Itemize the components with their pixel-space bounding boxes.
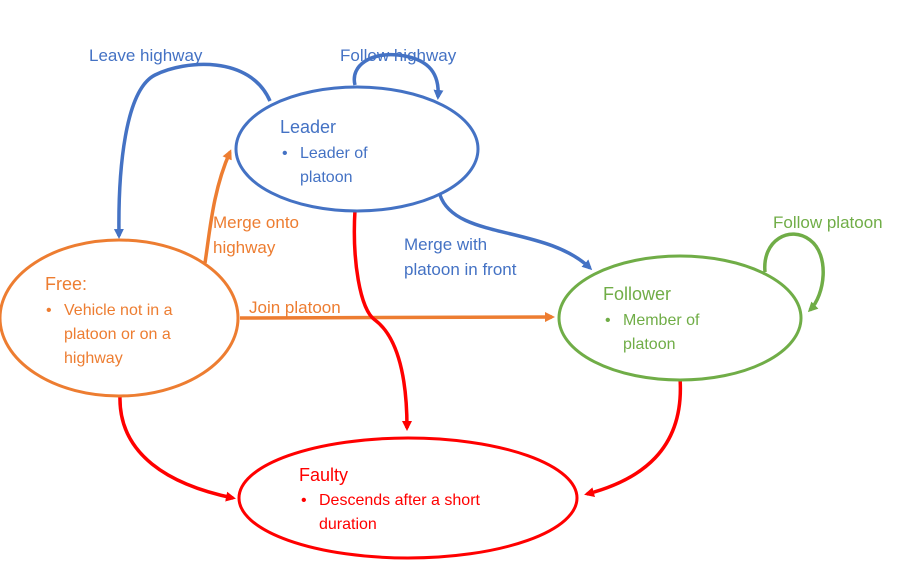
follower-desc-line1: Member of bbox=[623, 312, 700, 329]
state-leader bbox=[234, 85, 480, 213]
label-merge-onto-highway-line2: highway bbox=[213, 238, 276, 257]
leader-bullet: • bbox=[282, 145, 288, 162]
label-leave-highway: Leave highway bbox=[89, 46, 203, 65]
free-desc-line2: platoon or on a bbox=[64, 326, 171, 343]
free-desc-line3: highway bbox=[64, 350, 123, 367]
arrow-leader-to-faulty bbox=[352, 209, 412, 431]
faulty-title: Faulty bbox=[299, 465, 348, 485]
leader-title: Leader bbox=[280, 117, 336, 137]
label-follow-highway: Follow highway bbox=[340, 46, 457, 65]
faulty-desc-line1: Descends after a short bbox=[319, 492, 481, 509]
free-title: Free: bbox=[45, 274, 87, 294]
arrow-join-platoon bbox=[239, 312, 555, 323]
state-free bbox=[0, 238, 240, 398]
label-join-platoon: Join platoon bbox=[249, 298, 341, 317]
faulty-bullet: • bbox=[301, 492, 307, 509]
free-bullet: • bbox=[46, 302, 52, 319]
leader-desc-line1: Leader of bbox=[300, 145, 368, 162]
faulty-desc-line2: duration bbox=[319, 516, 377, 533]
label-follow-platoon: Follow platoon bbox=[773, 213, 883, 232]
arrow-follow-highway bbox=[352, 52, 444, 100]
arrow-merge-with-platoon bbox=[438, 194, 593, 271]
label-merge-with-platoon-line2: platoon in front bbox=[404, 260, 517, 279]
state-faulty bbox=[237, 436, 579, 560]
arrow-leave-highway bbox=[113, 62, 272, 239]
arrow-free-to-faulty bbox=[118, 394, 236, 502]
arrow-follower-to-faulty bbox=[584, 377, 683, 498]
follower-title: Follower bbox=[603, 284, 671, 304]
label-merge-onto-highway-line1: Merge onto bbox=[213, 213, 299, 232]
arrow-follow-platoon bbox=[763, 232, 825, 313]
arrow-merge-onto-highway bbox=[203, 149, 232, 264]
follower-bullet: • bbox=[605, 312, 611, 329]
free-desc-line1: Vehicle not in a bbox=[64, 302, 173, 319]
follower-desc-line2: platoon bbox=[623, 336, 676, 353]
state-follower bbox=[557, 254, 803, 382]
leader-desc-line2: platoon bbox=[300, 169, 353, 186]
label-merge-with-platoon-line1: Merge with bbox=[404, 235, 487, 254]
